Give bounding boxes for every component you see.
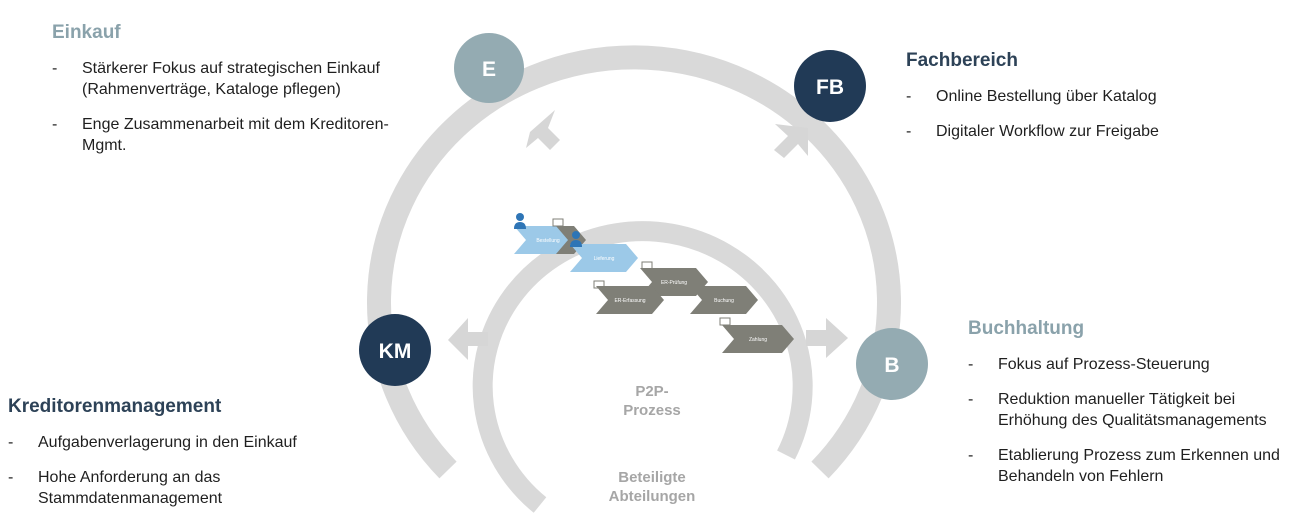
einkauf-title: Einkauf [52, 22, 121, 43]
fachbereich-list: Online Bestellung über Katalog Digitaler… [906, 86, 1266, 142]
step-zahlung-label: Zahlung [749, 337, 767, 343]
outer-ring [367, 45, 901, 479]
monitor-icon [593, 280, 605, 289]
fachbereich-title: Fachbereich [906, 50, 1018, 71]
node-einkauf-label: E [482, 58, 496, 81]
step-lieferung [570, 244, 638, 272]
list-item: Aufgabenverlagerung in den Einkauf [8, 432, 388, 453]
list-item: Stärkerer Fokus auf strategischen Einkau… [52, 58, 397, 100]
node-buchhaltung-label: B [884, 354, 899, 377]
inner-ring [472, 221, 813, 513]
list-item: Enge Zusammenarbeit mit dem Kreditoren-M… [52, 114, 397, 156]
einkauf-panel: Einkauf Stärkerer Fokus auf strategische… [52, 22, 397, 170]
node-fachbereich [794, 50, 866, 122]
node-fachbereich-label: FB [816, 76, 844, 99]
step-er-pruefung [640, 268, 708, 296]
buchhaltung-panel: Buchhaltung Fokus auf Prozess-Steuerung … [968, 318, 1308, 501]
kreditoren-title: Kreditorenmanagement [8, 396, 222, 417]
step-er-erfassung [596, 286, 664, 314]
departments-label: Beteiligte Abteilungen [608, 469, 696, 505]
step-bestellung-label: Bestellung [536, 238, 560, 244]
step-zahlung [722, 325, 794, 353]
list-item: Hohe Anforderung an das Stammdatenmanage… [8, 467, 388, 509]
node-einkauf [454, 33, 524, 103]
fachbereich-panel: Fachbereich Online Bestellung über Katal… [906, 50, 1266, 156]
node-kreditoren [359, 314, 431, 386]
step-buchung-label: Buchung [714, 298, 734, 304]
buchhaltung-title: Buchhaltung [968, 318, 1085, 339]
kreditoren-panel: Kreditorenmanagement Aufgabenverlagerung… [8, 396, 388, 523]
node-buchhaltung [856, 328, 928, 400]
node-kreditoren-label: KM [379, 340, 412, 363]
arrow-to-kreditoren-icon [448, 318, 488, 360]
arrow-to-fachbereich-icon [774, 124, 808, 158]
list-item: Etablierung Prozess zum Erkennen und Beh… [968, 445, 1308, 487]
arrow-to-buchhaltung-icon [806, 318, 848, 358]
kreditoren-list: Aufgabenverlagerung in den Einkauf Hohe … [8, 432, 388, 509]
process-label: P2P- Prozess [623, 383, 681, 419]
step-er-pruefung-label: ER-Prüfung [661, 280, 687, 286]
arrow-to-einkauf-icon [526, 110, 560, 150]
person-icon [570, 231, 582, 247]
monitor-icon [641, 261, 653, 270]
monitor-icon [552, 218, 564, 227]
person-icon [514, 213, 526, 229]
list-item: Fokus auf Prozess-Steuerung [968, 354, 1308, 375]
step-buchung [690, 286, 758, 314]
step-er-erfassung-label: ER-Erfassung [614, 298, 645, 304]
list-item: Reduktion manueller Tätigkeit bei Erhöhu… [968, 389, 1308, 431]
list-item: Online Bestellung über Katalog [906, 86, 1266, 107]
buchhaltung-list: Fokus auf Prozess-Steuerung Reduktion ma… [968, 354, 1308, 487]
list-item: Digitaler Workflow zur Freigabe [906, 121, 1266, 142]
monitor-icon [719, 317, 731, 326]
step-lieferung-label: Lieferung [594, 256, 615, 262]
einkauf-list: Stärkerer Fokus auf strategischen Einkau… [52, 58, 397, 156]
